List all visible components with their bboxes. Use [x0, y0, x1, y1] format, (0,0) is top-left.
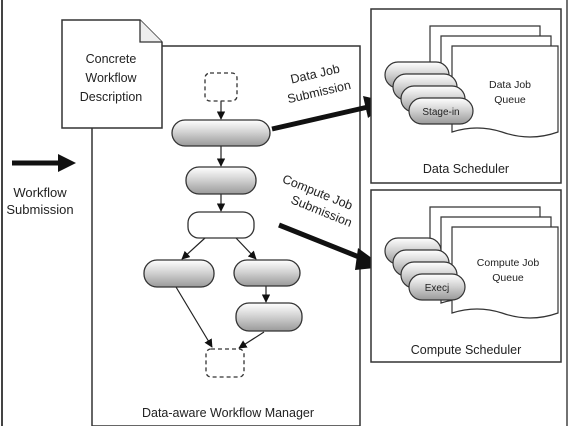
stage-in-task-label: Stage-in [422, 107, 459, 118]
workflow-start-node [204, 72, 238, 102]
data-job-queue-label-line2: Queue [494, 94, 526, 106]
exec-task-stack: Execj [384, 237, 466, 301]
workflow-task-node [235, 302, 303, 332]
compute-job-queue-label-line1: Compute Job [477, 257, 540, 269]
concrete-workflow-document: Concrete Workflow Description [61, 19, 163, 129]
document-label-line3: Description [80, 90, 143, 104]
workflow-task-node [185, 166, 257, 195]
edge-n6-to-end [238, 331, 265, 349]
document-label-line2: Workflow [85, 71, 137, 85]
workflow-task-node [171, 119, 271, 147]
workflow-submission-arrowhead [58, 154, 76, 172]
stage-in-task-stack: Stage-in [384, 61, 474, 125]
compute-job-queue-label-line2: Queue [492, 272, 524, 284]
compute-job-submission-arrow [278, 222, 365, 262]
document-label-line1: Concrete [86, 52, 137, 66]
edge-n4-to-end [175, 286, 213, 348]
edge-n3-to-n5 [235, 237, 257, 260]
data-job-submission-arrow [271, 104, 369, 132]
data-scheduler-box: Data Scheduler Data Job Queue Stage-in [370, 8, 562, 184]
data-scheduler-title: Data Scheduler [423, 162, 509, 176]
workflow-task-node [187, 211, 255, 239]
exec-task-label: Execj [425, 283, 449, 294]
workflow-task-node [233, 259, 301, 287]
workflow-end-node [205, 348, 245, 378]
compute-scheduler-title: Compute Scheduler [411, 343, 521, 357]
workflow-submission-label-line1: Workflow [13, 185, 67, 200]
edge-n3-to-n4 [181, 237, 206, 260]
data-job-queue-label-line1: Data Job [489, 79, 531, 91]
workflow-task-node [143, 259, 215, 288]
compute-scheduler-box: Compute Scheduler Compute Job Queue Exec… [370, 189, 562, 363]
workflow-submission-label-line2: Submission [6, 202, 73, 217]
workflow-manager-label: Data-aware Workflow Manager [142, 406, 314, 420]
